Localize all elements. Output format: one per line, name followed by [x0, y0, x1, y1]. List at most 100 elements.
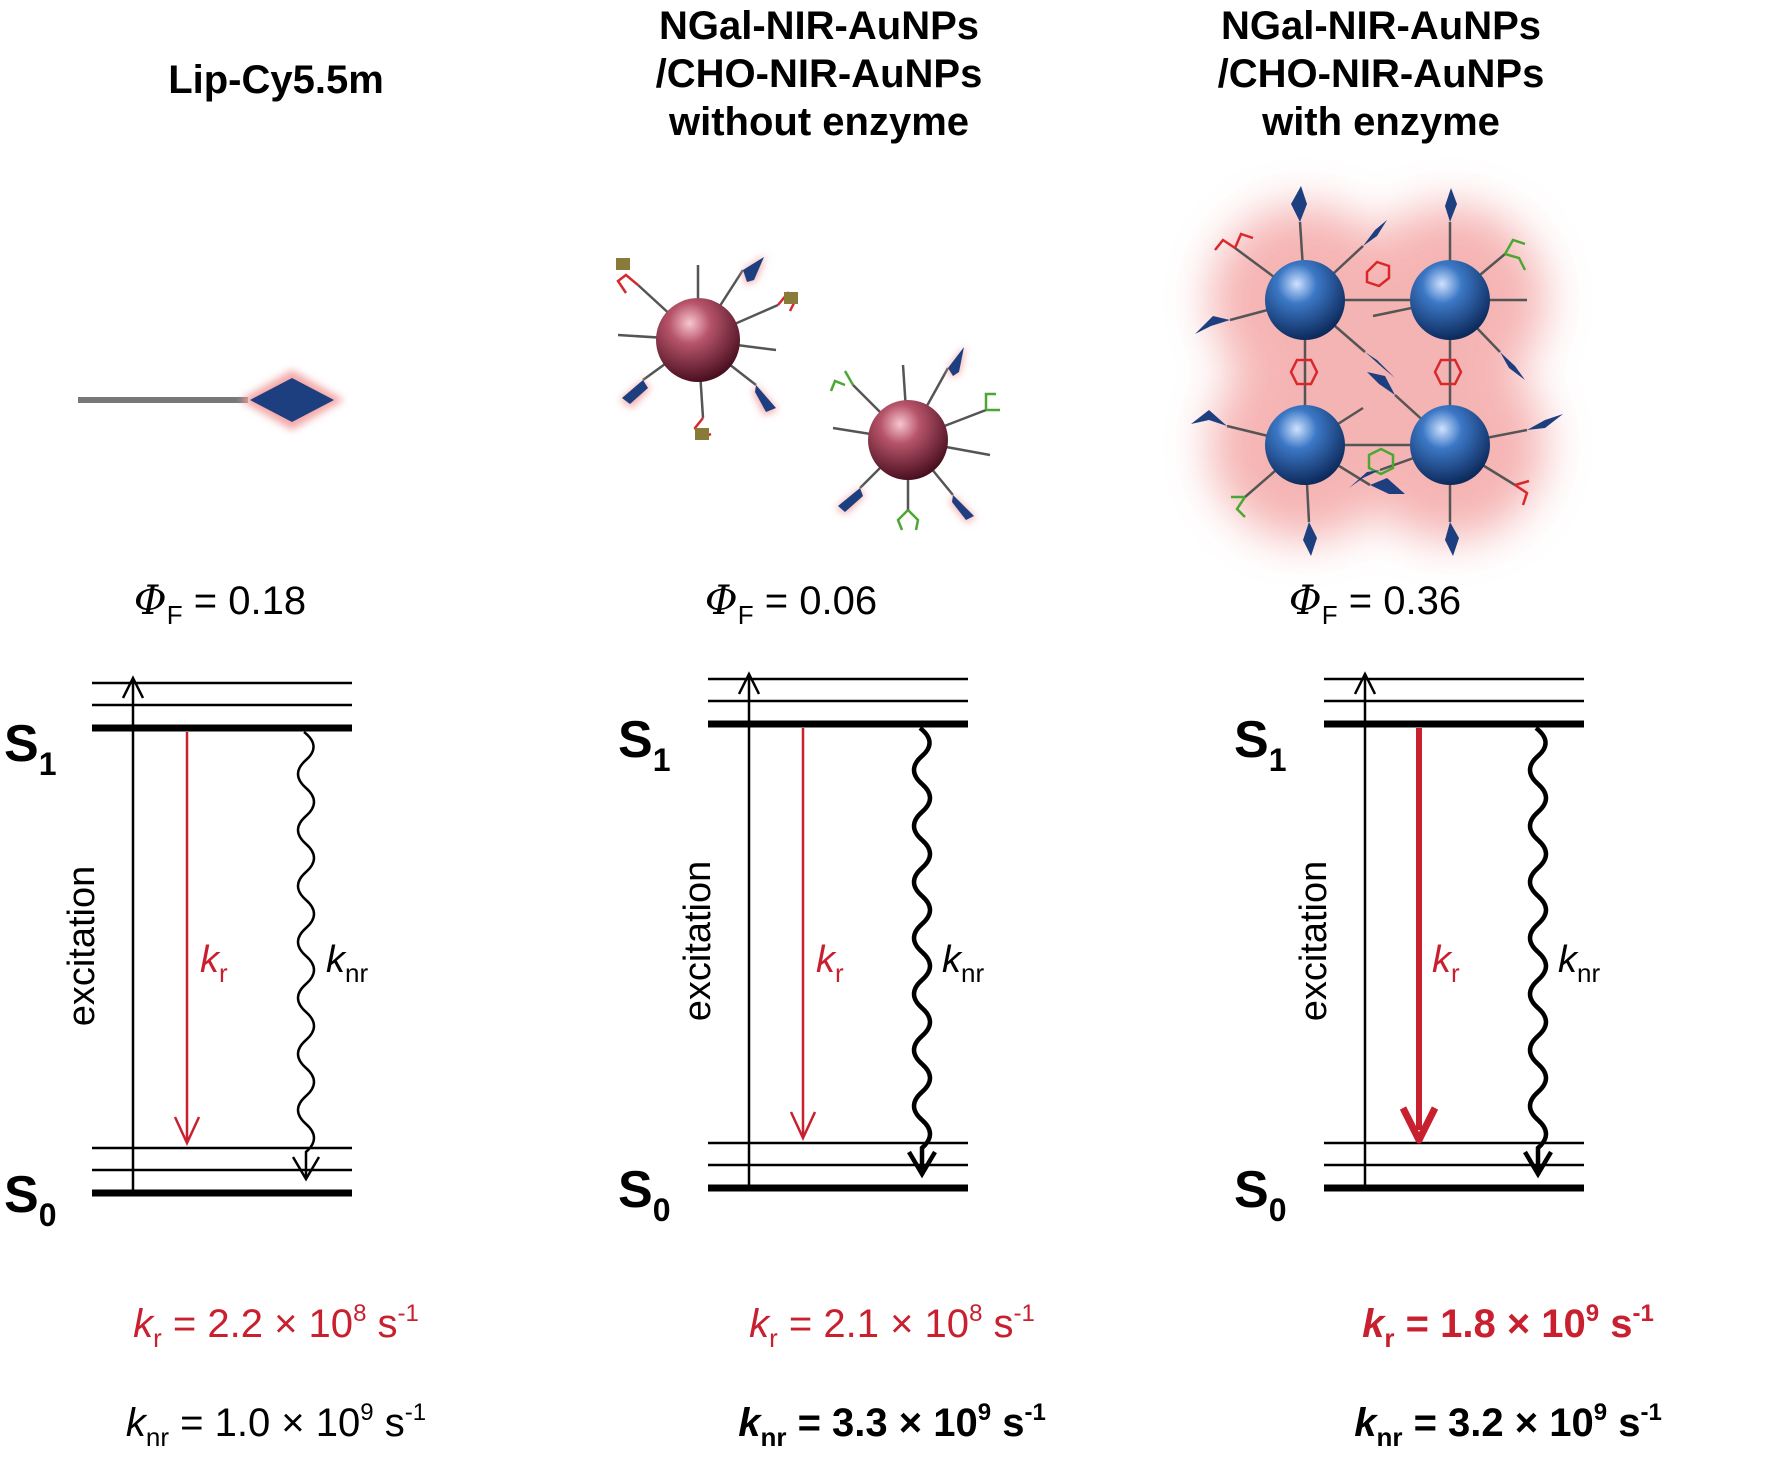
gold-nanoparticle [656, 298, 740, 382]
rate-exponent: 9 [360, 1399, 374, 1426]
quantum-yield: ΦF = 0.06 [515, 577, 1067, 639]
phi-value: = 0.06 [764, 579, 878, 623]
rate-subscript: nr [145, 1422, 169, 1452]
rate-exponent: 9 [977, 1399, 992, 1426]
rate-subscript: r [1384, 1323, 1395, 1353]
rate-symbol: k [133, 1302, 154, 1346]
excitation-arrowhead [1353, 671, 1377, 695]
nanoparticle-aggregate [1191, 186, 1563, 556]
phi-subscript: F [1321, 600, 1338, 630]
knr-subscript: nr [1577, 958, 1601, 988]
kr-symbol: k [1432, 939, 1451, 981]
rate-unit: s [991, 1401, 1025, 1445]
radiative-arrowhead [173, 1116, 201, 1146]
state-subscript: 0 [652, 1192, 671, 1228]
rate-unit-exponent: -1 [1013, 1300, 1035, 1327]
gold-nanoparticle [1265, 405, 1345, 485]
state-symbol: S [618, 1161, 653, 1219]
nonradiative-arrowhead [907, 1150, 937, 1179]
kr-label: kr [200, 940, 228, 993]
rate-value: = 3.2 × 10 [1402, 1401, 1594, 1445]
quantum-yield: ΦF = 0.18 [0, 577, 496, 639]
kr-subscript: r [1451, 958, 1460, 988]
knr-label: knr [1558, 940, 1600, 993]
cho-nanoparticle [616, 255, 798, 440]
title-line: Lip-Cy5.5m [168, 58, 384, 102]
state-subscript: 1 [38, 746, 57, 782]
aggregated-nanoparticles-illustration [1191, 186, 1563, 556]
phi-subscript: F [737, 600, 754, 630]
kr-rate: kr = 1.8 × 109 s-1 [1232, 1290, 1784, 1362]
rate-symbol: k [738, 1401, 761, 1445]
rate-unit: s [982, 1302, 1014, 1346]
phi-value: = 0.36 [1348, 579, 1462, 623]
state-subscript: 1 [652, 742, 671, 778]
rate-subscript: nr [1376, 1422, 1403, 1452]
panel-title: NGal-NIR-AuNPs /CHO-NIR-AuNPs with enzym… [1105, 2, 1657, 146]
rate-symbol: k [749, 1302, 770, 1346]
panel-title: NGal-NIR-AuNPs /CHO-NIR-AuNPs without en… [543, 2, 1095, 146]
s0-label: S0 [4, 1167, 56, 1243]
title-line: without enzyme [668, 100, 970, 144]
gold-nanoparticle [1410, 260, 1490, 340]
state-symbol: S [618, 711, 653, 769]
rate-value: = 2.2 × 10 [161, 1302, 354, 1346]
kr-rate: kr = 2.1 × 108 s-1 [616, 1290, 1168, 1362]
s1-label: S1 [618, 712, 670, 788]
rate-symbol: k [1362, 1302, 1385, 1346]
knr-rate: knr = 1.0 × 109 s-1 [0, 1389, 552, 1461]
state-subscript: 0 [1268, 1192, 1287, 1228]
state-symbol: S [4, 715, 39, 773]
rate-exponent: 8 [353, 1300, 367, 1327]
gold-nanoparticle [1265, 260, 1345, 340]
rate-unit: s [1607, 1401, 1641, 1445]
panel-with-enzyme: NGal-NIR-AuNPs /CHO-NIR-AuNPs with enzym… [1105, 0, 1657, 1435]
nonradiative-arrowhead [291, 1156, 321, 1182]
rate-value: = 3.3 × 10 [786, 1401, 978, 1445]
rate-unit-exponent: -1 [1632, 1300, 1654, 1327]
title-line: /CHO-NIR-AuNPs [655, 52, 983, 96]
phi-subscript: F [166, 600, 183, 630]
rate-subscript: nr [760, 1422, 787, 1452]
gold-nanoparticle [1410, 405, 1490, 485]
title-line: with enzyme [1262, 100, 1500, 144]
nonradiative-decay-arrow [911, 726, 933, 1174]
state-subscript: 1 [1268, 742, 1287, 778]
rate-exponent: 9 [1585, 1300, 1600, 1327]
excitation-arrowhead [737, 671, 761, 695]
excitation-label: excitation [1293, 860, 1335, 1022]
knr-symbol: k [1558, 939, 1577, 981]
nonradiative-decay-arrow [296, 731, 316, 1179]
panel-lip-cy55m: Lip-Cy5.5m ΦF = 0.18 [0, 0, 552, 1435]
panel-without-enzyme: NGal-NIR-AuNPs /CHO-NIR-AuNPs without en… [543, 0, 1095, 1435]
rate-value: = 1.8 × 10 [1394, 1302, 1586, 1346]
kr-label: kr [1432, 940, 1460, 993]
lipid-tail [78, 397, 248, 403]
radiative-arrowhead [1399, 1106, 1439, 1144]
kr-subscript: r [219, 958, 228, 988]
rate-subscript: r [769, 1323, 778, 1353]
title-line: NGal-NIR-AuNPs [1220, 4, 1542, 48]
panel-title: Lip-Cy5.5m [0, 56, 552, 104]
jablonski-diagram [1324, 671, 1584, 1192]
rate-exponent: 8 [969, 1300, 983, 1327]
state-symbol: S [4, 1166, 39, 1224]
rate-symbol: k [1354, 1401, 1377, 1445]
title-line: NGal-NIR-AuNPs [658, 4, 980, 48]
rate-unit: s [1599, 1302, 1633, 1346]
gold-nanoparticle [868, 400, 948, 480]
s0-label: S0 [1234, 1162, 1286, 1238]
state-symbol: S [1234, 1161, 1269, 1219]
title-line: /CHO-NIR-AuNPs [1217, 52, 1545, 96]
kr-rate: kr = 2.2 × 108 s-1 [0, 1290, 552, 1362]
rate-unit-exponent: -1 [1024, 1399, 1046, 1426]
rate-unit-exponent: -1 [397, 1300, 419, 1327]
phi-symbol: Φ [1288, 578, 1322, 624]
rate-unit-exponent: -1 [1640, 1399, 1662, 1426]
state-symbol: S [1234, 711, 1269, 769]
knr-label: knr [942, 940, 984, 993]
kr-symbol: k [200, 939, 219, 981]
cy55-dye [250, 378, 334, 422]
s1-label: S1 [1234, 712, 1286, 788]
rate-value: = 2.1 × 10 [777, 1302, 970, 1346]
